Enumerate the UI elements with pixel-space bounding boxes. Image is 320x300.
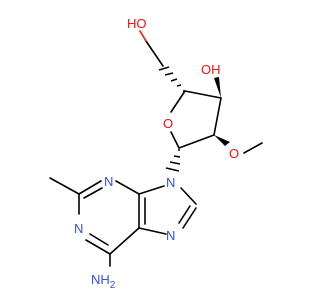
atom-ho-top: HO	[127, 16, 147, 31]
molecule-structure: HO OH O O N N N N NH2	[49, 16, 263, 291]
o4-c1-bond	[170, 131, 180, 149]
c4-ch2-hashed-bond	[158, 66, 185, 92]
n3-c2-bond	[78, 180, 102, 195]
c1-n9-hashed-bond	[165, 149, 181, 172]
c2-ome-wedge-bond	[214, 135, 230, 146]
atom-nh2-subscript: 2	[110, 280, 116, 291]
n7-c5-bond	[138, 227, 167, 235]
atom-n1: N	[74, 221, 83, 236]
c2-methyl-bond	[49, 177, 80, 195]
n1-c6-bond	[85, 239, 111, 255]
c4-n3-bond	[115, 180, 140, 195]
c6-c5-bond	[109, 227, 140, 255]
c4-c3-bond	[184, 90, 222, 99]
n1-c6-bond-double	[89, 233, 109, 246]
c3-c2-bond	[213, 97, 222, 136]
atom-nh2: NH2	[91, 272, 116, 291]
atom-n7: N	[166, 228, 175, 243]
c2-c1-bond	[178, 134, 215, 149]
c8-n7-bond-double	[178, 205, 191, 224]
n9-c4-bond	[138, 185, 165, 195]
atom-o-ring: O	[163, 116, 173, 131]
atom-o-methoxy: O	[229, 146, 239, 161]
atom-oh-mid: OH	[201, 62, 221, 77]
c4-o4-bond	[170, 90, 186, 113]
n3-c2-bond-double	[83, 187, 103, 199]
atom-n3: N	[104, 174, 113, 189]
n9-c8-bond	[180, 187, 197, 205]
ch2-oh-bond	[145, 40, 164, 67]
atom-nh2-main: NH	[91, 272, 110, 287]
atom-n9: N	[166, 175, 175, 190]
ch2-oh-bond-o	[139, 30, 147, 42]
c3-oh-wedge-bond	[214, 77, 221, 98]
c8-n7-bond	[182, 207, 197, 229]
o-methyl-bond	[243, 142, 263, 154]
